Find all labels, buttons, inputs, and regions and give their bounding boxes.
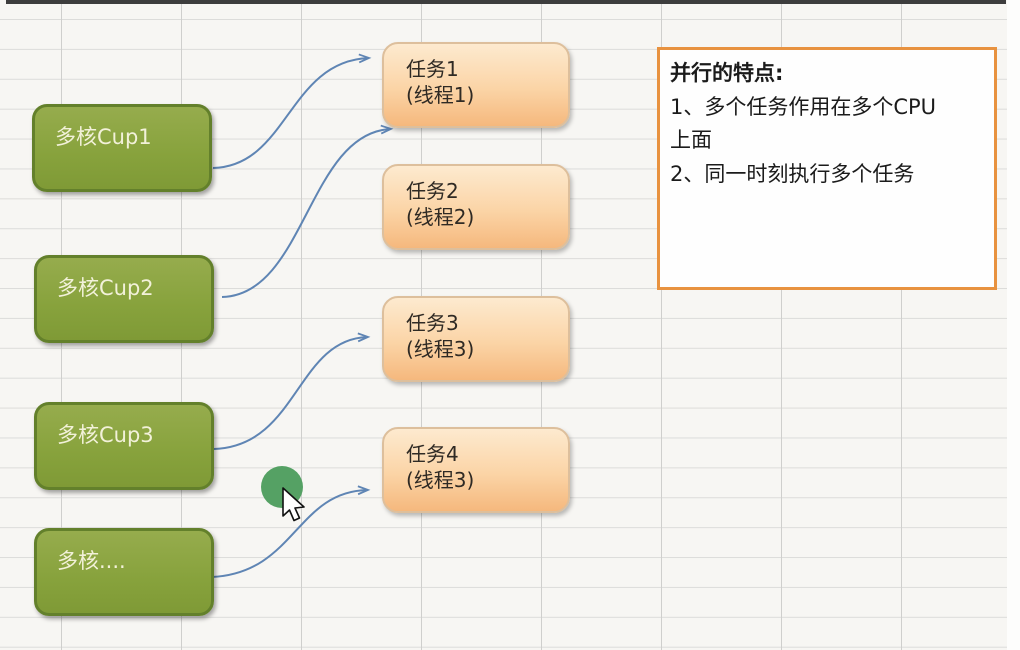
note-heading: 并行的特点: (670, 61, 784, 85)
cpu-box-label: 多核.... (57, 549, 126, 573)
note-panel[interactable]: 并行的特点: 1、多个任务作用在多个CPU 上面 2、同一时刻执行多个任务 (657, 47, 997, 290)
cpu-box-label: 多核Cup2 (57, 276, 154, 300)
cpu-box-label: 多核Cup1 (55, 125, 152, 149)
note-line: 2、同一时刻执行多个任务 (670, 161, 915, 186)
task-box-2[interactable]: 任务2 (线程2) (382, 164, 570, 250)
task-subtitle: (线程2) (406, 205, 475, 229)
cursor-highlight-dot (261, 466, 303, 508)
task-box-4[interactable]: 任务4 (线程3) (382, 427, 570, 513)
task-subtitle: (线程3) (406, 468, 475, 492)
cpu-box-2[interactable]: 多核Cup2 (34, 255, 214, 343)
task-title: 任务2 (406, 179, 459, 203)
cpu-box-4[interactable]: 多核.... (34, 528, 214, 616)
cpu-box-label: 多核Cup3 (57, 423, 154, 447)
task-subtitle: (线程3) (406, 337, 475, 361)
note-line: 上面 (670, 128, 712, 153)
note-line: 1、多个任务作用在多个CPU (670, 94, 937, 119)
task-box-1[interactable]: 任务1 (线程1) (382, 42, 570, 128)
task-title: 任务1 (406, 57, 459, 81)
task-title: 任务4 (406, 442, 459, 466)
cpu-box-1[interactable]: 多核Cup1 (32, 104, 212, 192)
top-border-bar (6, 0, 1006, 4)
task-title: 任务3 (406, 311, 459, 335)
task-box-3[interactable]: 任务3 (线程3) (382, 296, 570, 382)
cpu-box-3[interactable]: 多核Cup3 (34, 402, 214, 490)
task-subtitle: (线程1) (406, 83, 475, 107)
